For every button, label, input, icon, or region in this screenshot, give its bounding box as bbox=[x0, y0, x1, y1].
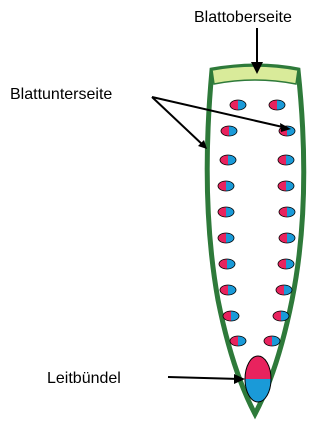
stoma-1 bbox=[269, 100, 285, 110]
stoma-10 bbox=[218, 233, 234, 243]
stoma-2 bbox=[221, 126, 237, 136]
arrow-left-line bbox=[152, 97, 204, 146]
stoma-8 bbox=[218, 207, 234, 217]
stoma-19 bbox=[264, 336, 280, 346]
stoma-6 bbox=[218, 181, 234, 191]
stoma-9 bbox=[279, 207, 295, 217]
label-blattunterseite: Blattunterseite bbox=[10, 86, 112, 103]
stoma-16 bbox=[223, 311, 239, 321]
stoma-12 bbox=[219, 259, 235, 269]
stoma-17 bbox=[273, 311, 289, 321]
stoma-15 bbox=[276, 285, 292, 295]
stoma-7 bbox=[278, 181, 294, 191]
stoma-4 bbox=[220, 155, 236, 165]
stoma-11 bbox=[279, 233, 295, 243]
arrow-bundle-line bbox=[168, 377, 240, 379]
vascular-bundle bbox=[245, 356, 271, 402]
label-leitbuendel: Leitbündel bbox=[47, 370, 121, 387]
stoma-5 bbox=[278, 155, 294, 165]
label-blattoberseite: Blattoberseite bbox=[194, 9, 292, 26]
stoma-18 bbox=[230, 336, 246, 346]
stoma-0 bbox=[230, 100, 246, 110]
stoma-14 bbox=[220, 285, 236, 295]
stoma-13 bbox=[278, 259, 294, 269]
